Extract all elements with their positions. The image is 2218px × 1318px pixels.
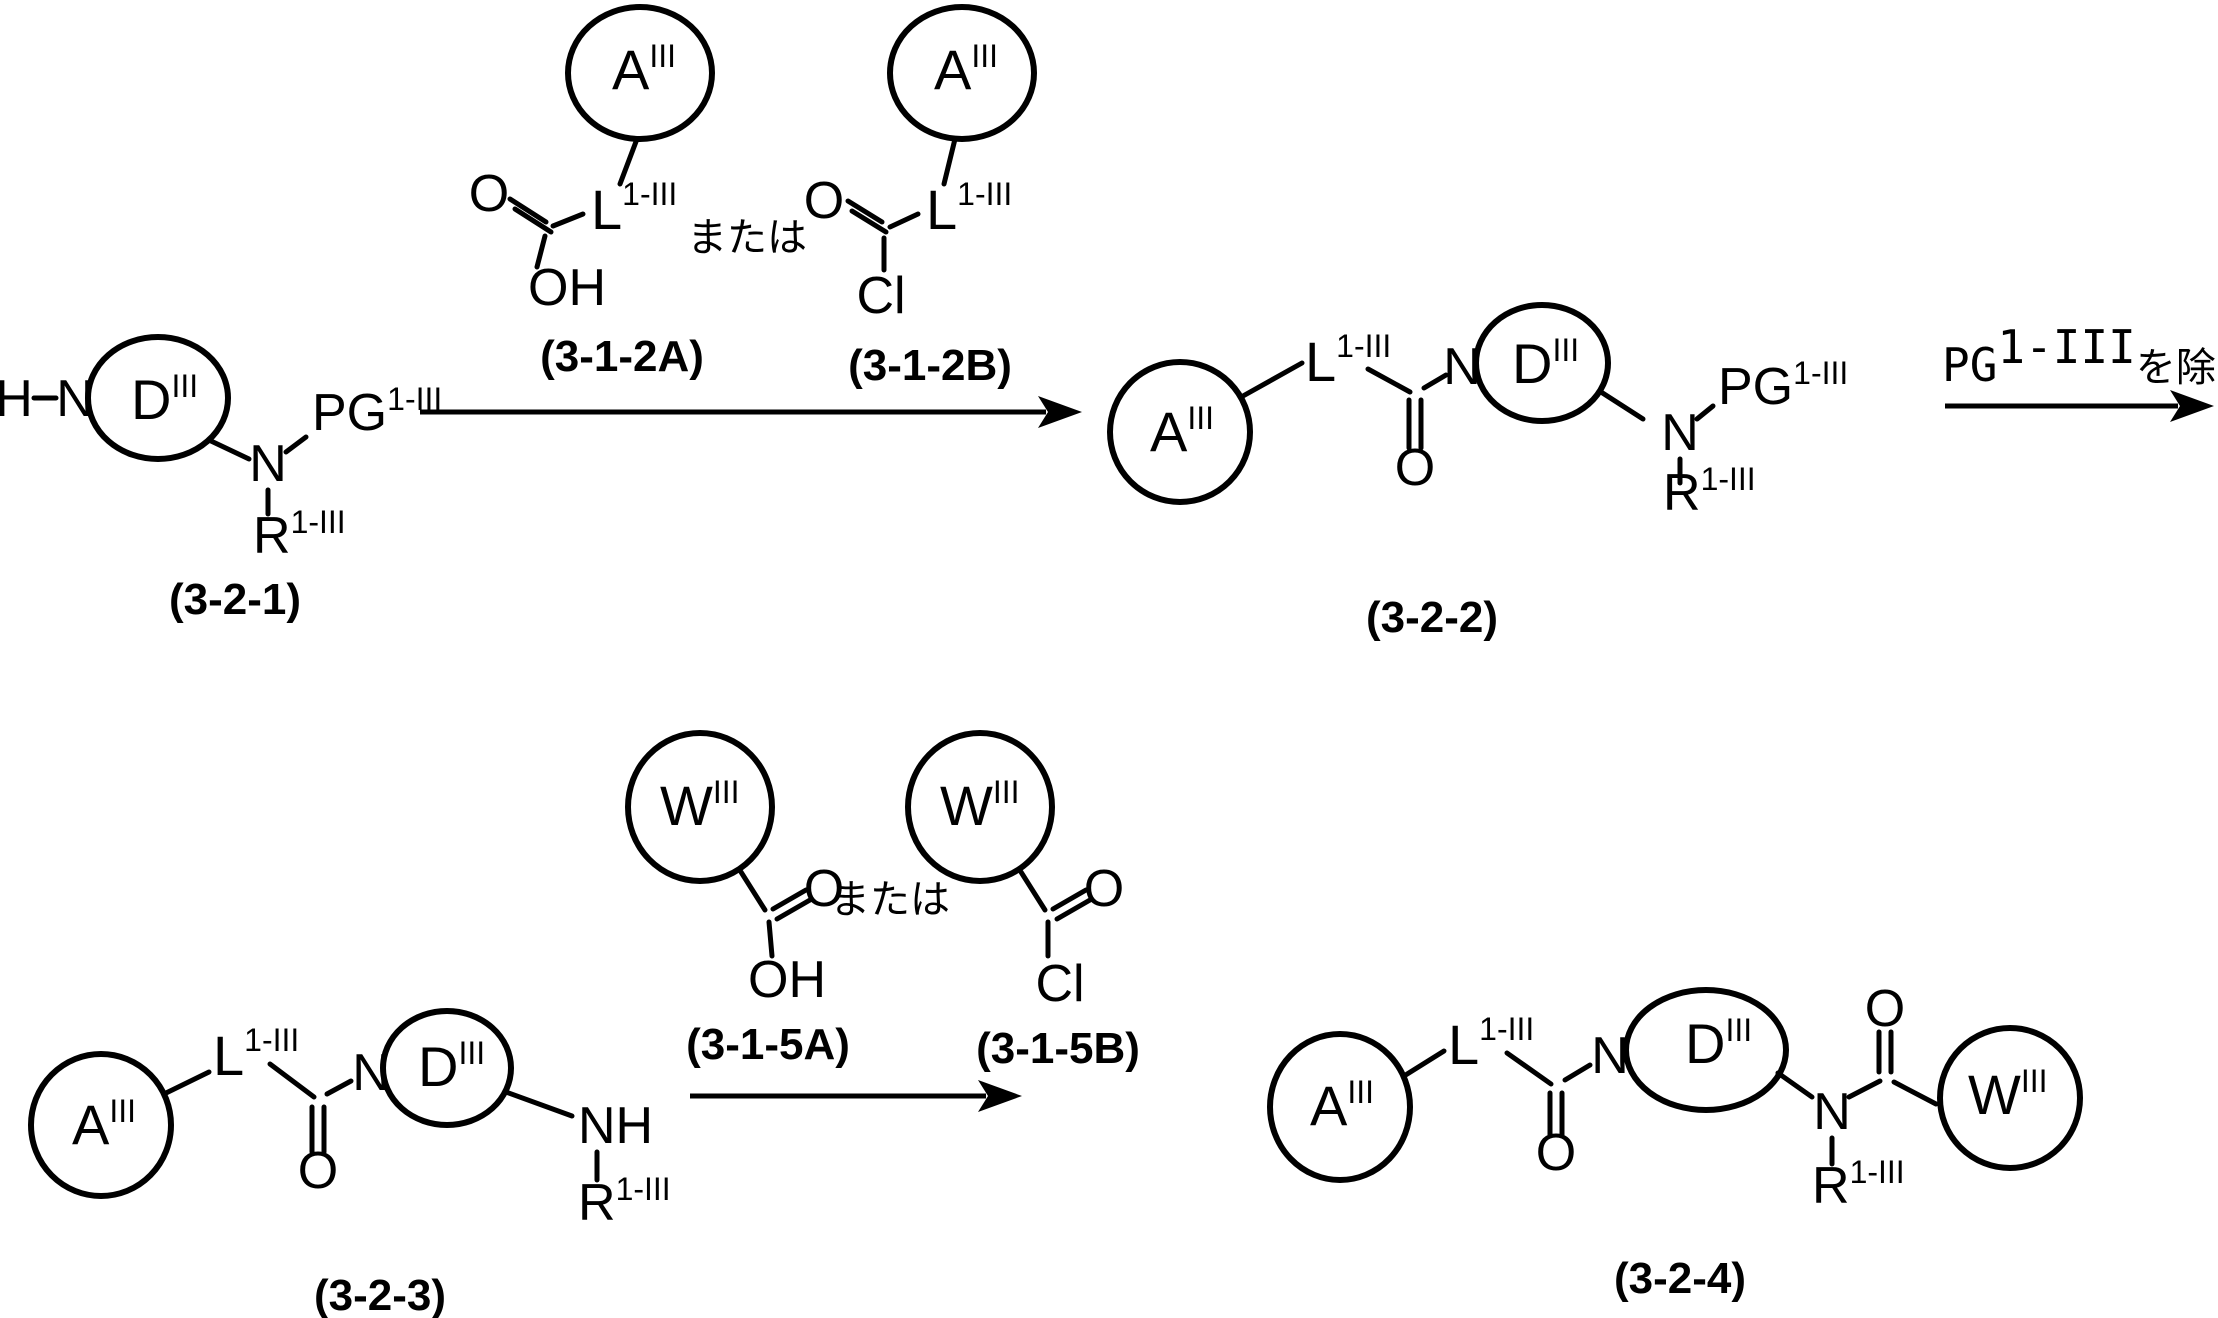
- compound-label: (3-2-2): [1366, 593, 1498, 642]
- bond: [1894, 1082, 1936, 1104]
- ring-A-label: AIII: [612, 38, 676, 101]
- ring-A-label: AIII: [1310, 1074, 1374, 1137]
- ring-D-label: DIII: [131, 368, 198, 431]
- ring-A-label: AIII: [934, 38, 998, 101]
- group-L: L1-III: [1448, 1011, 1534, 1076]
- bond: [286, 437, 306, 452]
- ring-W-label: WIII: [940, 774, 1020, 837]
- atom-H: H: [0, 370, 33, 428]
- bond: [741, 872, 765, 910]
- atom-OH: OH: [528, 259, 606, 317]
- reaction-arrow-1: [420, 396, 1082, 428]
- atom-Cl: Cl: [1035, 955, 1084, 1013]
- ring-D-label: DIII: [418, 1035, 485, 1098]
- ring-W-label: WIII: [660, 774, 740, 837]
- bond: [270, 1064, 314, 1097]
- group-L: L1-III: [591, 176, 677, 241]
- structure-3-2-4: AIII L1-III O N DIII N O WIII R1-III (3-…: [1270, 980, 2080, 1303]
- group-R: R1-III: [1812, 1154, 1905, 1215]
- bond: [1778, 1073, 1812, 1097]
- atom-O: O: [298, 1142, 338, 1200]
- group-R: R1-III: [1663, 461, 1756, 522]
- reagent-3-1-5A: WIII O OH (3-1-5A): [628, 733, 850, 1069]
- bond: [506, 1092, 572, 1116]
- group-L: L1-III: [926, 176, 1012, 241]
- ring-W-label: WIII: [1968, 1063, 2048, 1126]
- compound-label: (3-1-2A): [540, 332, 704, 381]
- structure-3-2-2: AIII L1-III O N DIII N PG1-III R1-III (3…: [1110, 305, 1848, 642]
- bond: [211, 441, 249, 459]
- atom-O: O: [1865, 980, 1905, 1038]
- group-R: R1-III: [578, 1171, 671, 1232]
- reagent-3-1-2B: AIII L1-III O Cl (3-1-2B): [804, 7, 1034, 390]
- atom-N: N: [249, 435, 287, 493]
- deprotect-condition-text: PG1-IIIを除去: [1942, 320, 2218, 392]
- reaction-arrow-3: [690, 1080, 1022, 1112]
- bond: [327, 1081, 351, 1094]
- atom-OH: OH: [748, 951, 826, 1009]
- ring-A-label: AIII: [72, 1093, 136, 1156]
- atom-O: O: [1395, 439, 1435, 497]
- bond: [1849, 1081, 1880, 1097]
- ring-D-label: DIII: [1685, 1012, 1752, 1075]
- bond: [1507, 1053, 1551, 1084]
- or-text: または: [687, 216, 807, 260]
- bond: [1404, 1051, 1444, 1076]
- atom-Cl: Cl: [856, 267, 905, 325]
- atom-NH: NH: [578, 1097, 653, 1155]
- reagent-3-1-2A: AIII L1-III O OH (3-1-2A): [469, 7, 712, 381]
- atom-N: N: [1661, 404, 1699, 462]
- bond: [553, 214, 583, 226]
- atom-O: O: [469, 165, 509, 223]
- atom-O: O: [1536, 1124, 1576, 1182]
- structure-3-2-1: H N DIII N PG1-III R1-III (3-2-1): [0, 337, 442, 624]
- or-text: または: [830, 878, 950, 922]
- compound-label: (3-1-5A): [686, 1020, 850, 1069]
- atom-N: N: [1591, 1027, 1629, 1085]
- atom-N: N: [1813, 1083, 1851, 1141]
- group-R: R1-III: [253, 504, 346, 565]
- reaction-arrow-2: PG1-IIIを除去: [1942, 320, 2218, 422]
- bond: [1697, 406, 1713, 419]
- ring-A-label: AIII: [1150, 400, 1214, 463]
- compound-label: (3-1-5B): [976, 1024, 1140, 1073]
- atom-O: O: [1084, 860, 1124, 918]
- bond: [1021, 872, 1045, 910]
- compound-label: (3-2-4): [1614, 1254, 1746, 1303]
- bond: [1565, 1065, 1590, 1080]
- structure-3-2-3: AIII L1-III O N DIII NH R1-III (3-2-3): [31, 1011, 671, 1318]
- bond: [890, 214, 918, 227]
- compound-label: (3-2-1): [169, 575, 301, 624]
- group-PG: PG1-III: [1718, 355, 1848, 416]
- bond: [1601, 392, 1643, 419]
- atom-O: O: [804, 172, 844, 230]
- compound-label: (3-2-3): [314, 1271, 446, 1318]
- compound-label: (3-1-2B): [848, 341, 1012, 390]
- group-L: L1-III: [1305, 328, 1391, 393]
- bond: [1368, 369, 1410, 392]
- bond: [1243, 363, 1302, 396]
- bond: [164, 1072, 209, 1094]
- ring-D-label: DIII: [1512, 332, 1579, 395]
